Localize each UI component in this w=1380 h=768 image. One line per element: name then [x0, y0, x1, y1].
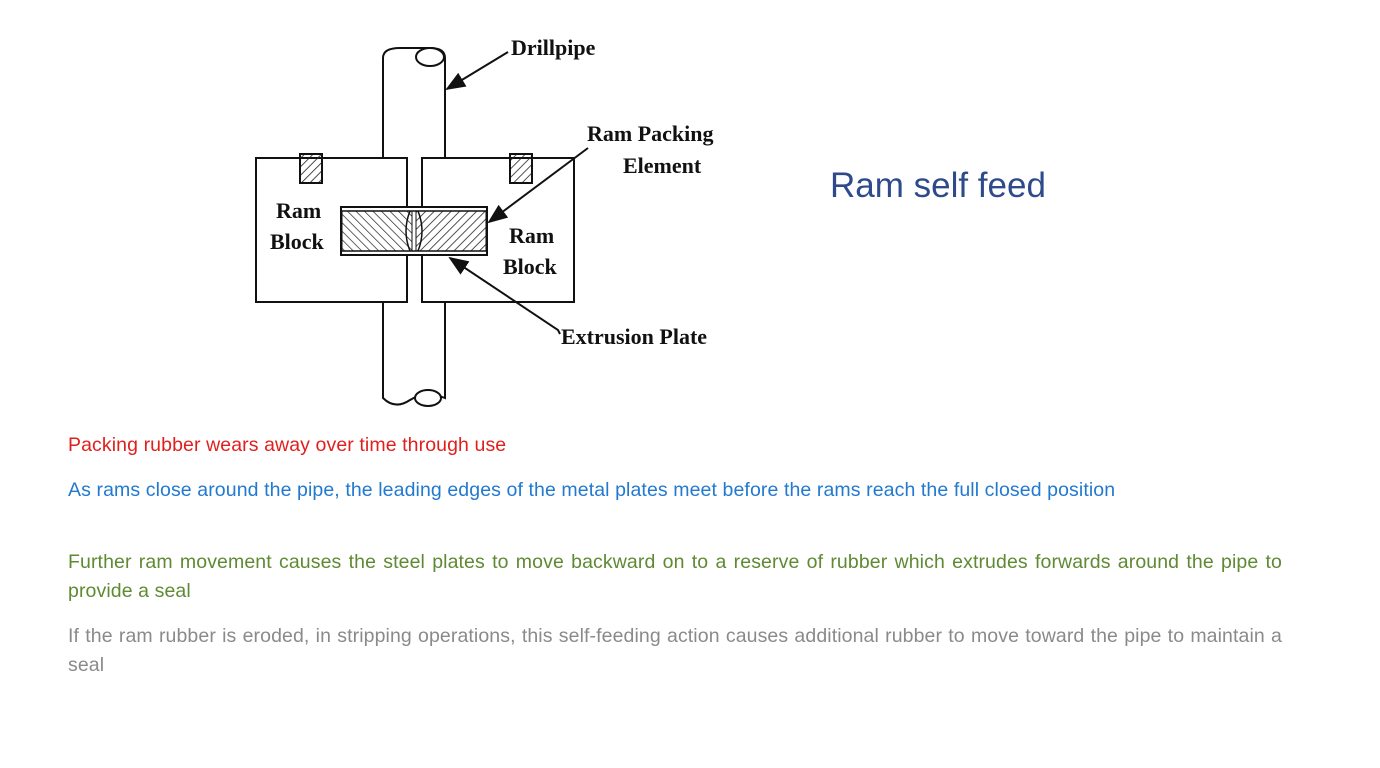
drillpipe-leader-arrow [445, 51, 509, 91]
ram-block-diagram: Drillpipe Ram Packing Element Ram Block … [255, 35, 714, 407]
packing-leader-arrow [487, 147, 589, 224]
drillpipe [382, 47, 446, 407]
drillpipe-label: Drillpipe [511, 35, 596, 60]
extrusion-leader-arrow [448, 256, 561, 335]
bullet-text: Packing rubber wears away over time thro… [68, 434, 507, 456]
left-ram-block [255, 157, 408, 303]
left-block-label-line1: Ram [276, 198, 321, 223]
bullet-text: Further ram movement causes the steel pl… [68, 551, 1282, 602]
left-top-seal [299, 153, 323, 184]
bullet-text: If the ram rubber is eroded, in strippin… [68, 625, 1282, 676]
extrusion-plate-label: Extrusion Plate [561, 324, 707, 349]
ram-packing-element [340, 206, 488, 256]
packing-label-line1: Ram Packing [587, 121, 714, 146]
right-block-label-line2: Block [503, 254, 558, 279]
right-top-seal [509, 153, 533, 184]
left-block-label-line2: Block [270, 229, 325, 254]
slide-title: Ram self feed [830, 166, 1046, 205]
packing-label-line2: Element [623, 153, 702, 178]
bullet-text: As rams close around the pipe, the leadi… [68, 479, 1116, 501]
right-block-label-line1: Ram [509, 223, 554, 248]
